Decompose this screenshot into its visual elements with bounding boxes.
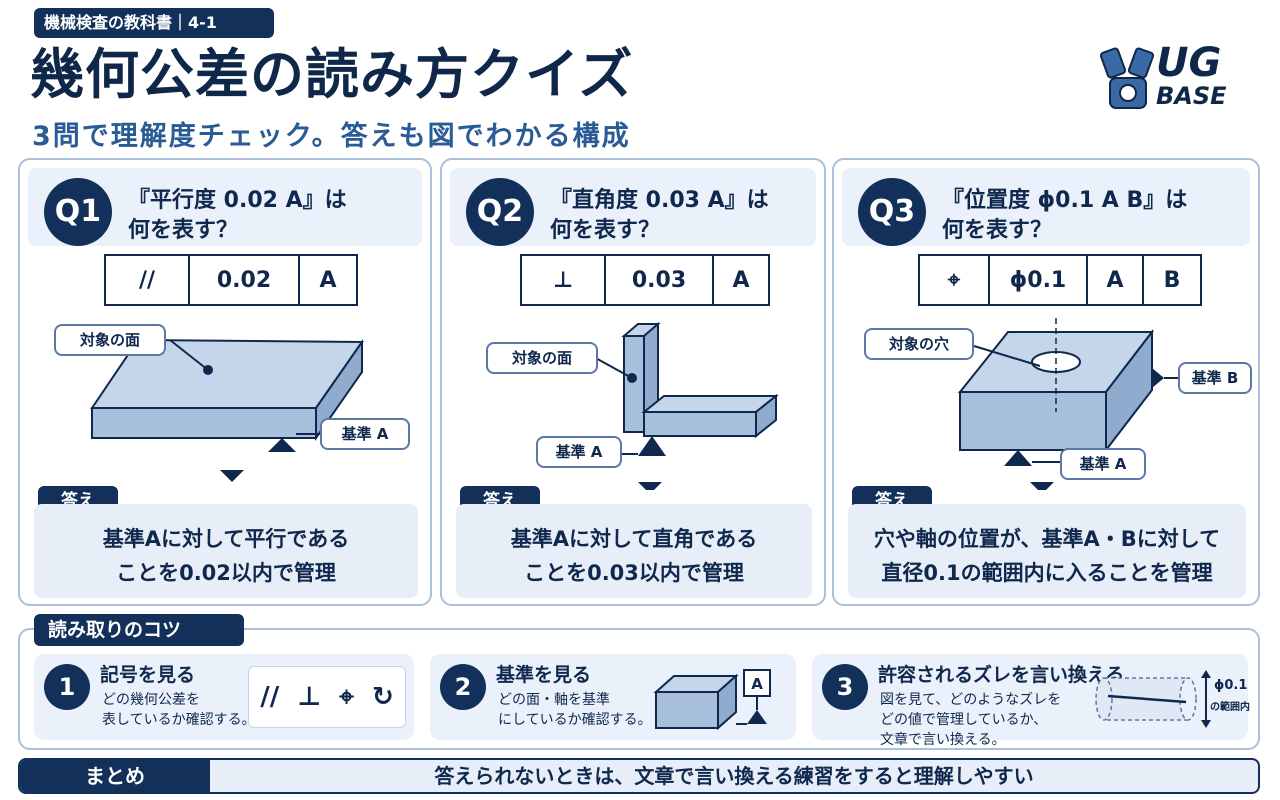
tip-title: 許容されるズレを言い換える [878,664,1125,686]
page-subtitle: 3問で理解度チェック。答えも図でわかる構成 [32,121,631,152]
feature-control-frame: // 0.02 A [104,254,358,306]
question-text: 『平行度 0.02 A』は 何を表す？ [128,188,347,243]
perpendicularity-symbol: ⊥ [522,256,606,304]
reading-tips-panel: 1 記号を見る どの幾何公差を 表しているか確認する。 // ⊥ ⌖ ↻ 2 基… [18,628,1260,750]
ugbase-logo: UG BASE [1098,40,1248,118]
tolerance-cylinder-icon [1095,677,1197,721]
tips-label: 読み取りのコツ [34,614,244,646]
question-card-1: Q1 『平行度 0.02 A』は 何を表す？ // 0.02 A 対象の面 基準… [18,158,432,606]
tip-1: 1 記号を見る どの幾何公差を 表しているか確認する。 // ⊥ ⌖ ↻ [34,654,414,740]
feature-control-frame: ⌖ ϕ0.1 A B [918,254,1202,306]
tolerance-note: の範囲内 [1210,702,1250,713]
question-text: 『直角度 0.03 A』は 何を表す？ [550,188,769,243]
callout-target-surface: 対象の面 [54,324,166,356]
parallel-block-illustration [90,338,364,482]
tolerance-value: ϕ0.1 [1214,678,1248,693]
chapter-tag: 機械検査の教科書｜4-1 [34,8,274,38]
question-badge: Q2 [466,178,534,246]
parallelism-symbol: // [106,256,190,304]
question-badge: Q1 [44,178,112,246]
page-title: 幾何公差の読み方クイズ [30,43,634,106]
tip-desc: 図を見て、どのようなズレを どの値で管理しているか、 文章で言い換える。 [880,692,1062,748]
question-header: Q1 『平行度 0.02 A』は 何を表す？ [28,168,422,246]
datum-ref: A [319,267,337,293]
tip-title: 記号を見る [100,664,196,686]
tip-number: 2 [440,664,486,710]
question-card-2: Q2 『直角度 0.03 A』は 何を表す？ ⊥ 0.03 A 対象の面 基準 … [440,158,826,606]
tip-3: 3 許容されるズレを言い換える 図を見て、どのようなズレを どの値で管理している… [812,654,1250,748]
answer-text: 基準Aに対して平行である ことを0.02以内で管理 [34,504,418,598]
callout-datum-a: 基準 A [1060,448,1146,480]
logo-text-ug: UG [1156,40,1222,86]
tip-title: 基準を見る [496,664,592,686]
tolerance-value: ϕ0.1 [990,256,1088,304]
tip-desc: どの幾何公差を 表しているか確認する。 [102,692,256,728]
question-text: 『位置度 ϕ0.1 A B』は 何を表す？ [942,188,1188,243]
question-badge: Q3 [858,178,926,246]
feature-control-frame: ⊥ 0.03 A [520,254,770,306]
question-header: Q3 『位置度 ϕ0.1 A B』は 何を表す？ [842,168,1250,246]
callout-datum-a: 基準 A [320,418,410,450]
datum-ref-a: A [1088,256,1144,304]
tolerance-value: 0.02 [190,256,300,304]
tip-number: 1 [44,664,90,710]
position-symbol: ⌖ [920,256,990,304]
tolerance-value: 0.03 [606,256,714,304]
callout-target-hole: 対象の穴 [864,328,974,360]
tip-desc: どの面・軸を基準 にしているか確認する。 [498,692,652,728]
perpendicular-block-illustration [591,321,779,490]
tip-2: 2 基準を見る どの面・軸を基準 にしているか確認する。 A [430,654,796,740]
logo-text-base: BASE [1156,82,1227,110]
summary-bar: まとめ 答えられないときは、文章で言い換える練習をすると理解しやすい [18,758,1260,794]
engine-icon [1099,47,1155,109]
question-card-3: Q3 『位置度 ϕ0.1 A B』は 何を表す？ ⌖ ϕ0.1 A B 対象の穴… [832,158,1260,606]
gdt-symbols: // ⊥ ⌖ ↻ [248,666,406,728]
summary-text: 答えられないときは、文章で言い換える練習をすると理解しやすい [434,764,1034,788]
datum-ref-b: B [1163,267,1181,293]
answer-text: 穴や軸の位置が、基準A・Bに対して 直径0.1の範囲内に入ることを管理 [848,504,1246,598]
callout-datum-a: 基準 A [536,436,622,468]
answer-text: 基準Aに対して直角である ことを0.03以内で管理 [456,504,812,598]
position-hole-illustration [957,318,1182,490]
datum-block-icon [653,669,771,731]
question-header: Q2 『直角度 0.03 A』は 何を表す？ [450,168,816,246]
dimension-arrow-icon [1201,670,1211,728]
tip-number: 3 [822,664,868,710]
callout-datum-b: 基準 B [1178,362,1252,394]
datum-letter: A [751,675,763,693]
datum-ref: A [732,267,750,293]
summary-label: まとめ [20,760,210,792]
callout-target-surface: 対象の面 [486,342,598,374]
